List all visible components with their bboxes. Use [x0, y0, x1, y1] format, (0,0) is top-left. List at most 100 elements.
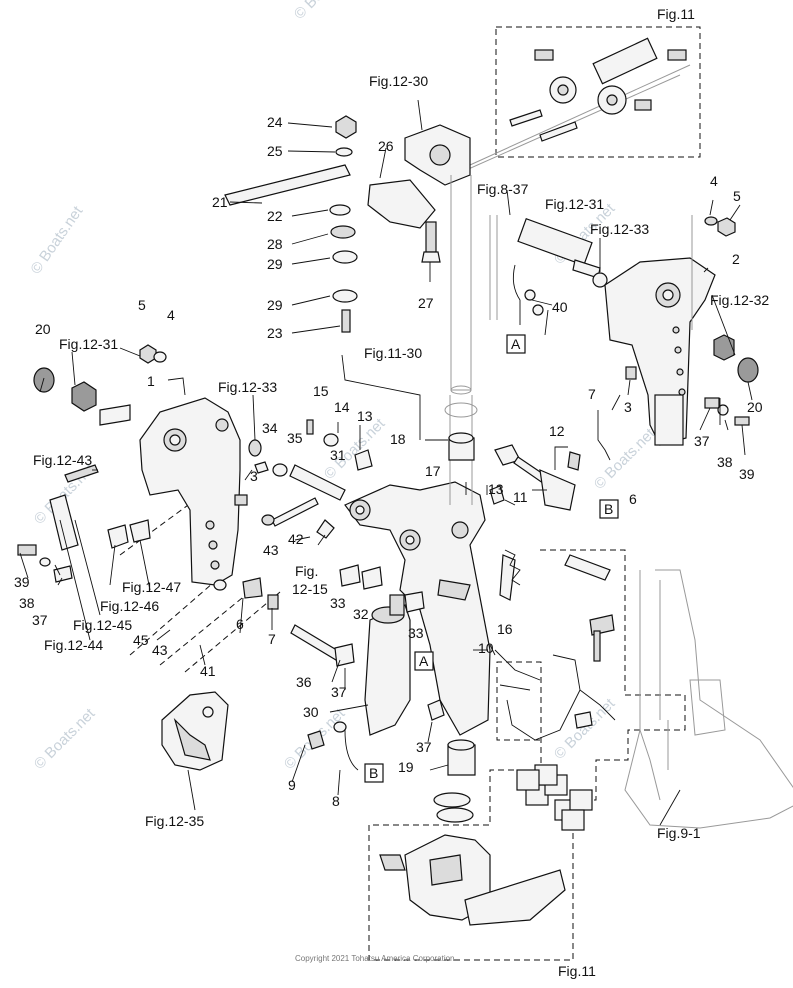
watermark-brand: © Boats.net: [27, 202, 86, 277]
steering-shaft: [450, 175, 472, 395]
callout-38: 38: [717, 454, 733, 470]
callout-4: 4: [710, 173, 718, 189]
fig-ref-12-30: Fig.12-30: [369, 73, 428, 89]
marker-box-a: [414, 651, 434, 671]
grip-part: [161, 691, 229, 771]
marker-a-top: A: [511, 336, 521, 352]
right-clamp-bracket: [604, 215, 759, 446]
marker-box-b: [599, 499, 619, 519]
callout-20: 20: [747, 399, 763, 415]
leader-lines: [19, 122, 753, 826]
callout-36: 36: [296, 674, 312, 690]
marker-b-right: B: [604, 501, 613, 517]
marker-box-b: [364, 763, 384, 783]
callout-1: 1: [147, 373, 155, 389]
callout-37: 37: [416, 739, 432, 755]
callout-26: 26: [378, 138, 394, 154]
callout-10: 10: [478, 640, 494, 656]
callout-39: 39: [14, 574, 30, 590]
callout-7: 7: [268, 631, 276, 647]
callout-34: 34: [262, 420, 278, 436]
fig-ref-12-47: Fig.12-47: [122, 579, 181, 595]
fig-ref-12-43: Fig.12-43: [33, 452, 92, 468]
callout-14: 14: [334, 399, 350, 415]
callout-24: 24: [267, 114, 283, 130]
watermark-brand: © Boats.net: [591, 425, 659, 493]
callout-numbers: 1 2 3 3 4 4 5 5 6 6 7 7 8 9 10 11 12 13 …: [14, 114, 763, 809]
callout-35: 35: [287, 430, 303, 446]
callout-28: 28: [267, 236, 283, 252]
lower-cowl-assembly: [379, 764, 593, 926]
callout-15: 15: [313, 383, 329, 399]
callout-23: 23: [267, 325, 283, 341]
callout-37: 37: [694, 433, 710, 449]
fig-ref-8-37: Fig.8-37: [477, 181, 529, 197]
marker-box-a: [506, 334, 526, 354]
fig11-top-frame: [495, 26, 701, 158]
callout-33: 33: [330, 595, 346, 611]
callout-21: 21: [212, 194, 228, 210]
callout-18: 18: [390, 431, 406, 447]
callout-12: 12: [549, 423, 565, 439]
fig-ref-12-15-line2: 12-15: [292, 581, 328, 597]
callout-7: 7: [588, 386, 596, 402]
callout-43: 43: [152, 642, 168, 658]
callout-13: 13: [357, 408, 373, 424]
springs-and-wires: [494, 549, 616, 741]
callout-5: 5: [733, 188, 741, 204]
left-small-parts: [17, 464, 151, 583]
swivel-case: [344, 395, 611, 736]
fig-ref-11-top: Fig.11: [657, 6, 695, 22]
center-small-parts: [213, 419, 373, 610]
fig-ref-12-31-top: Fig.12-31: [545, 196, 604, 212]
fig-ref-12-33-left: Fig.12-33: [218, 379, 277, 395]
callout-2: 2: [732, 251, 740, 267]
callout-6: 6: [236, 616, 244, 632]
fig-ref-11-bottom: Fig.11: [558, 963, 596, 979]
callout-9: 9: [288, 777, 296, 793]
fig-ref-12-32: Fig.12-32: [710, 292, 769, 308]
callout-4: 4: [167, 307, 175, 323]
callout-37: 37: [331, 684, 347, 700]
fig-ref-12-33-top: Fig.12-33: [590, 221, 649, 237]
dash-line: [129, 569, 229, 656]
callout-32: 32: [353, 606, 369, 622]
fig-ref-9-1: Fig.9-1: [657, 825, 701, 841]
callout-8: 8: [332, 793, 340, 809]
copyright-text: Copyright 2021 Tohatsu America Corporati…: [295, 954, 455, 963]
left-clamp-bracket: [33, 344, 241, 586]
callout-22: 22: [267, 208, 283, 224]
drive-shaft-housing: [624, 569, 793, 829]
callout-25: 25: [267, 143, 283, 159]
callout-38: 38: [19, 595, 35, 611]
dash-line: [184, 591, 281, 673]
callout-30: 30: [303, 704, 319, 720]
callout-37: 37: [32, 612, 48, 628]
fig-ref-12-44: Fig.12-44: [44, 637, 103, 653]
callout-31: 31: [330, 447, 346, 463]
callout-3: 3: [250, 468, 258, 484]
fig-ref-12-45: Fig.12-45: [73, 617, 132, 633]
steering-link-assembly: [454, 37, 691, 176]
figure-references: Fig.11 Fig.11 Fig.12-30 Fig.8-37 Fig.12-…: [33, 6, 769, 979]
watermark-brand: © Boats.net: [291, 0, 359, 23]
fig-ref-12-15-line1: Fig.: [295, 563, 318, 579]
callout-43: 43: [263, 542, 279, 558]
callout-19: 19: [398, 759, 414, 775]
watermark-brand: © Boats.net: [31, 705, 99, 773]
callout-40: 40: [552, 299, 568, 315]
fig-ref-12-46: Fig.12-46: [100, 598, 159, 614]
dash-line: [119, 499, 196, 556]
callout-5: 5: [138, 297, 146, 313]
callout-29: 29: [267, 256, 283, 272]
stacked-parts-21-29: [224, 115, 441, 333]
callout-27: 27: [418, 295, 434, 311]
marker-a-mid: A: [419, 653, 429, 669]
marker-b-bottom: B: [369, 765, 378, 781]
callout-33: 33: [408, 625, 424, 641]
callout-11: 11: [513, 489, 528, 505]
callout-17: 17: [425, 463, 441, 479]
callout-45: 45: [133, 632, 149, 648]
callout-13: 13: [488, 481, 504, 497]
